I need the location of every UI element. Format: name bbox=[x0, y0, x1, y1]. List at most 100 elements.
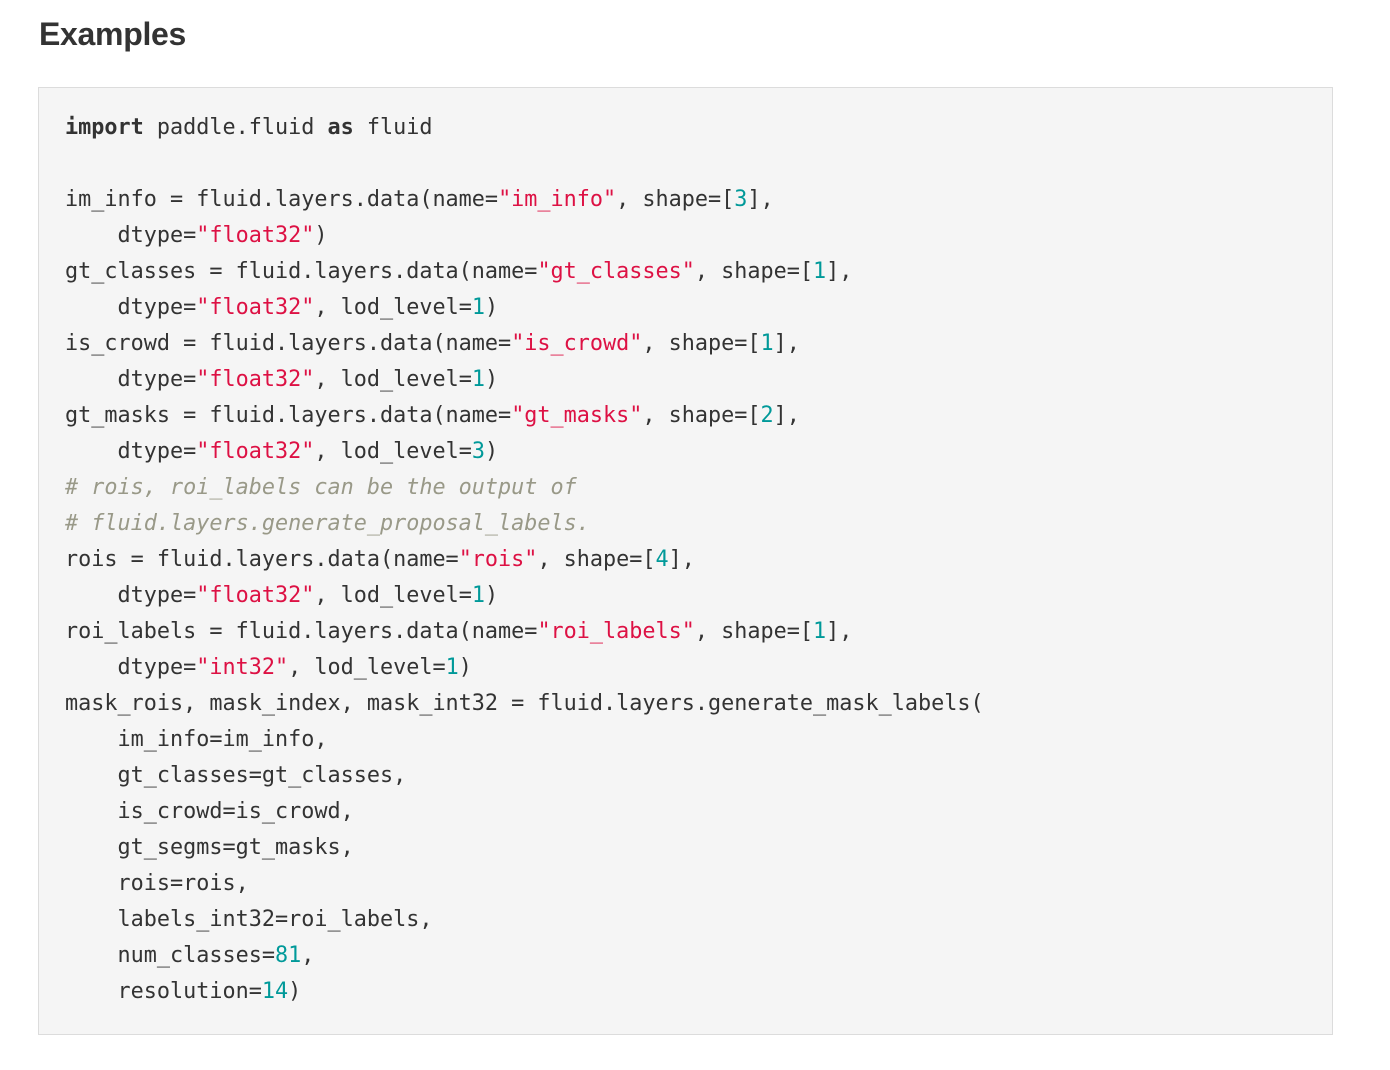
code-number: 4 bbox=[655, 547, 669, 572]
code-text: ], bbox=[668, 547, 695, 572]
code-text: ) bbox=[484, 583, 499, 608]
code-string: "float32" bbox=[196, 583, 315, 608]
code-line: dtype="float32", lod_level=1) bbox=[65, 290, 984, 326]
code-keyword: import bbox=[65, 115, 144, 140]
code-line: is_crowd = fluid.layers.data(name="is_cr… bbox=[65, 326, 984, 362]
code-text: ], bbox=[747, 187, 774, 212]
code-string: "float32" bbox=[196, 367, 315, 392]
code-text: dtype= bbox=[65, 367, 197, 392]
code-string: "gt_masks" bbox=[511, 403, 643, 428]
code-string: "im_info" bbox=[498, 187, 617, 212]
code-text: , shape=[ bbox=[642, 331, 761, 356]
code-text: labels_int32=roi_labels, bbox=[65, 907, 433, 932]
code-number: 1 bbox=[813, 259, 827, 284]
code-line: mask_rois, mask_index, mask_int32 = flui… bbox=[65, 686, 984, 722]
code-line: is_crowd=is_crowd, bbox=[65, 794, 984, 830]
code-number: 1 bbox=[760, 331, 774, 356]
code-text: dtype= bbox=[65, 583, 197, 608]
code-number: 2 bbox=[760, 403, 774, 428]
code-text: ], bbox=[826, 259, 853, 284]
code-string: "rois" bbox=[458, 547, 538, 572]
code-line: # fluid.layers.generate_proposal_labels. bbox=[65, 506, 984, 542]
code-text: , lod_level= bbox=[314, 367, 472, 392]
code-text: rois = fluid.layers.data(name= bbox=[65, 547, 459, 572]
code-number: 1 bbox=[471, 583, 485, 608]
code-text: resolution= bbox=[65, 979, 262, 1004]
code-line: gt_segms=gt_masks, bbox=[65, 830, 984, 866]
code-line: rois=rois, bbox=[65, 866, 984, 902]
code-number: 1 bbox=[471, 295, 485, 320]
code-line: dtype="float32", lod_level=1) bbox=[65, 362, 984, 398]
code-string: "float32" bbox=[196, 439, 315, 464]
code-example-block: import paddle.fluid as fluid im_info = fl… bbox=[38, 87, 1333, 1035]
code-text: is_crowd=is_crowd, bbox=[65, 799, 354, 824]
code-text: gt_classes = fluid.layers.data(name= bbox=[65, 259, 538, 284]
code-text: roi_labels = fluid.layers.data(name= bbox=[65, 619, 538, 644]
code-line: import paddle.fluid as fluid bbox=[65, 110, 984, 146]
code-text: im_info = fluid.layers.data(name= bbox=[65, 187, 499, 212]
code-text: dtype= bbox=[65, 439, 197, 464]
code-string: "float32" bbox=[196, 295, 315, 320]
code-number: 3 bbox=[734, 187, 748, 212]
code-text: , bbox=[301, 943, 315, 968]
code-line: # rois, roi_labels can be the output of bbox=[65, 470, 984, 506]
code-text: ) bbox=[484, 295, 499, 320]
code-line: gt_classes = fluid.layers.data(name="gt_… bbox=[65, 254, 984, 290]
code-keyword: as bbox=[327, 115, 354, 140]
code-text: mask_rois, mask_index, mask_int32 = flui… bbox=[65, 691, 984, 716]
code-text: gt_classes=gt_classes, bbox=[65, 763, 407, 788]
code-text: paddle.fluid bbox=[143, 115, 328, 140]
code-number: 81 bbox=[274, 943, 302, 968]
code-line: gt_classes=gt_classes, bbox=[65, 758, 984, 794]
code-line: roi_labels = fluid.layers.data(name="roi… bbox=[65, 614, 984, 650]
section-heading: Examples bbox=[39, 16, 187, 52]
code-string: "gt_classes" bbox=[537, 259, 695, 284]
code-text: dtype= bbox=[65, 223, 197, 248]
code-text: , shape=[ bbox=[694, 259, 814, 284]
code-text: ], bbox=[773, 331, 800, 356]
code-number: 3 bbox=[471, 439, 485, 464]
code-text: ], bbox=[826, 619, 853, 644]
code-line: im_info = fluid.layers.data(name="im_inf… bbox=[65, 182, 984, 218]
code-string: "float32" bbox=[196, 223, 315, 248]
code-text: ) bbox=[484, 439, 499, 464]
code-text: , lod_level= bbox=[288, 655, 446, 680]
code-text: , shape=[ bbox=[616, 187, 735, 212]
code-line: dtype="float32", lod_level=1) bbox=[65, 578, 984, 614]
code-text: gt_masks = fluid.layers.data(name= bbox=[65, 403, 512, 428]
code-string: "int32" bbox=[196, 655, 289, 680]
code-text: , lod_level= bbox=[314, 439, 472, 464]
code-line: labels_int32=roi_labels, bbox=[65, 902, 984, 938]
code-line: dtype="int32", lod_level=1) bbox=[65, 650, 984, 686]
code-text: , lod_level= bbox=[314, 295, 472, 320]
code-number: 14 bbox=[261, 979, 289, 1004]
code-text: rois=rois, bbox=[65, 871, 249, 896]
code-string: "roi_labels" bbox=[537, 619, 695, 644]
code-text: dtype= bbox=[65, 655, 197, 680]
code-number: 1 bbox=[471, 367, 485, 392]
code-line bbox=[65, 146, 984, 182]
code-text: , shape=[ bbox=[537, 547, 656, 572]
code-line: num_classes=81, bbox=[65, 938, 984, 974]
code-line: dtype="float32") bbox=[65, 218, 984, 254]
code-number: 1 bbox=[813, 619, 827, 644]
code-text: gt_segms=gt_masks, bbox=[65, 835, 354, 860]
code-line: im_info=im_info, bbox=[65, 722, 984, 758]
code-listing: import paddle.fluid as fluid im_info = fl… bbox=[65, 110, 984, 1010]
code-text: im_info=im_info, bbox=[65, 727, 328, 752]
code-text: ) bbox=[314, 223, 328, 248]
code-line: resolution=14) bbox=[65, 974, 984, 1010]
code-string: "is_crowd" bbox=[511, 331, 643, 356]
code-line: dtype="float32", lod_level=3) bbox=[65, 434, 984, 470]
code-text: , shape=[ bbox=[694, 619, 814, 644]
code-text: ) bbox=[458, 655, 472, 680]
code-text: ) bbox=[484, 367, 499, 392]
code-text: is_crowd = fluid.layers.data(name= bbox=[65, 331, 512, 356]
code-comment: # rois, roi_labels can be the output of bbox=[65, 475, 577, 500]
code-text: fluid bbox=[353, 115, 433, 140]
code-text: , shape=[ bbox=[642, 403, 761, 428]
code-text: num_classes= bbox=[65, 943, 275, 968]
code-text: ], bbox=[773, 403, 800, 428]
code-text: dtype= bbox=[65, 295, 197, 320]
code-number: 1 bbox=[445, 655, 459, 680]
